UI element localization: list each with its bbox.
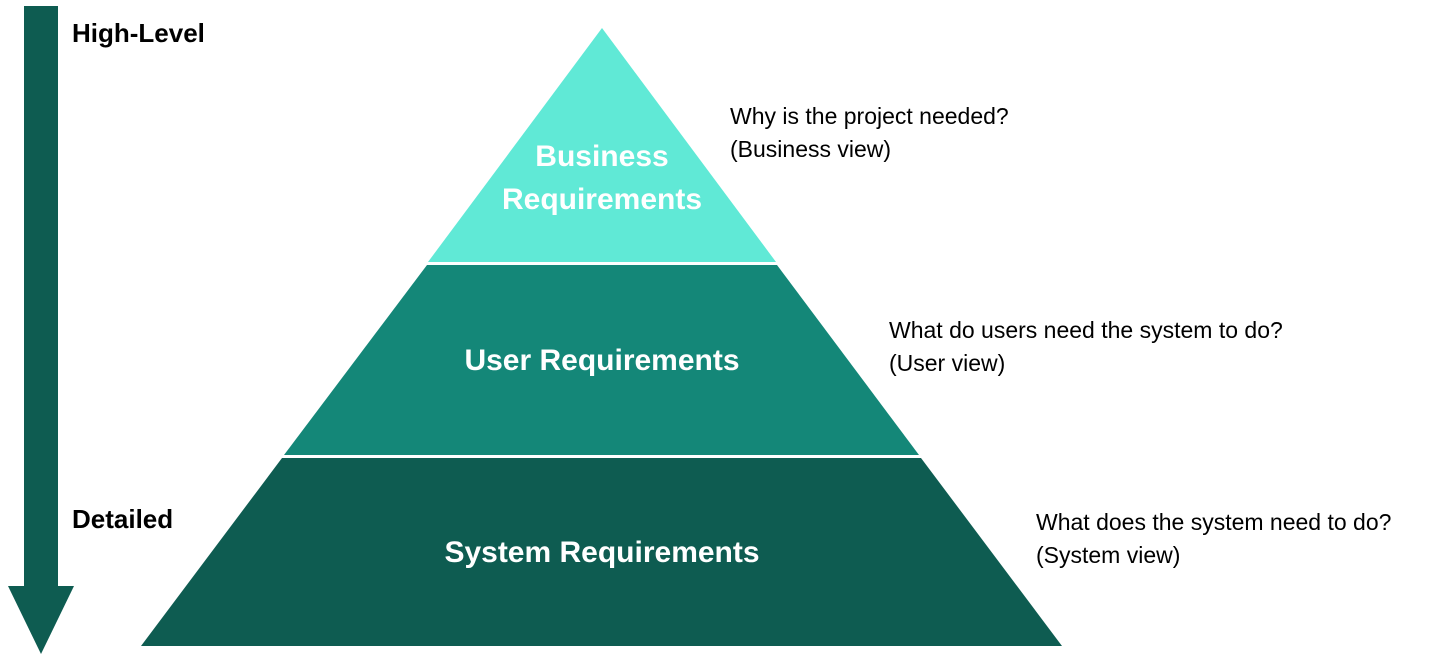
- tier-label-business-line-1: Business: [535, 140, 668, 173]
- pyramid-tier-user: [284, 265, 919, 455]
- note-user-line-2: (User view): [889, 350, 1005, 376]
- tier-label-user: User Requirements: [464, 344, 739, 377]
- pyramid-tier-system: [141, 458, 1062, 646]
- tier-label-business-line-2: Requirements: [502, 183, 702, 216]
- note-system-line-1: What does the system need to do?: [1036, 509, 1391, 535]
- note-business-line-1: Why is the project needed?: [730, 103, 1009, 129]
- arrow-head: [8, 586, 74, 654]
- detail-level-arrow: [8, 6, 74, 654]
- note-user-line-1: What do users need the system to do?: [889, 317, 1283, 343]
- arrow-shaft: [24, 6, 58, 588]
- note-business-line-2: (Business view): [730, 136, 891, 162]
- tier-label-system: System Requirements: [444, 536, 759, 569]
- high-level-label: High-Level: [72, 18, 205, 48]
- note-system-line-2: (System view): [1036, 542, 1180, 568]
- pyramid-tier-business: [428, 28, 776, 262]
- detailed-label: Detailed: [72, 504, 173, 534]
